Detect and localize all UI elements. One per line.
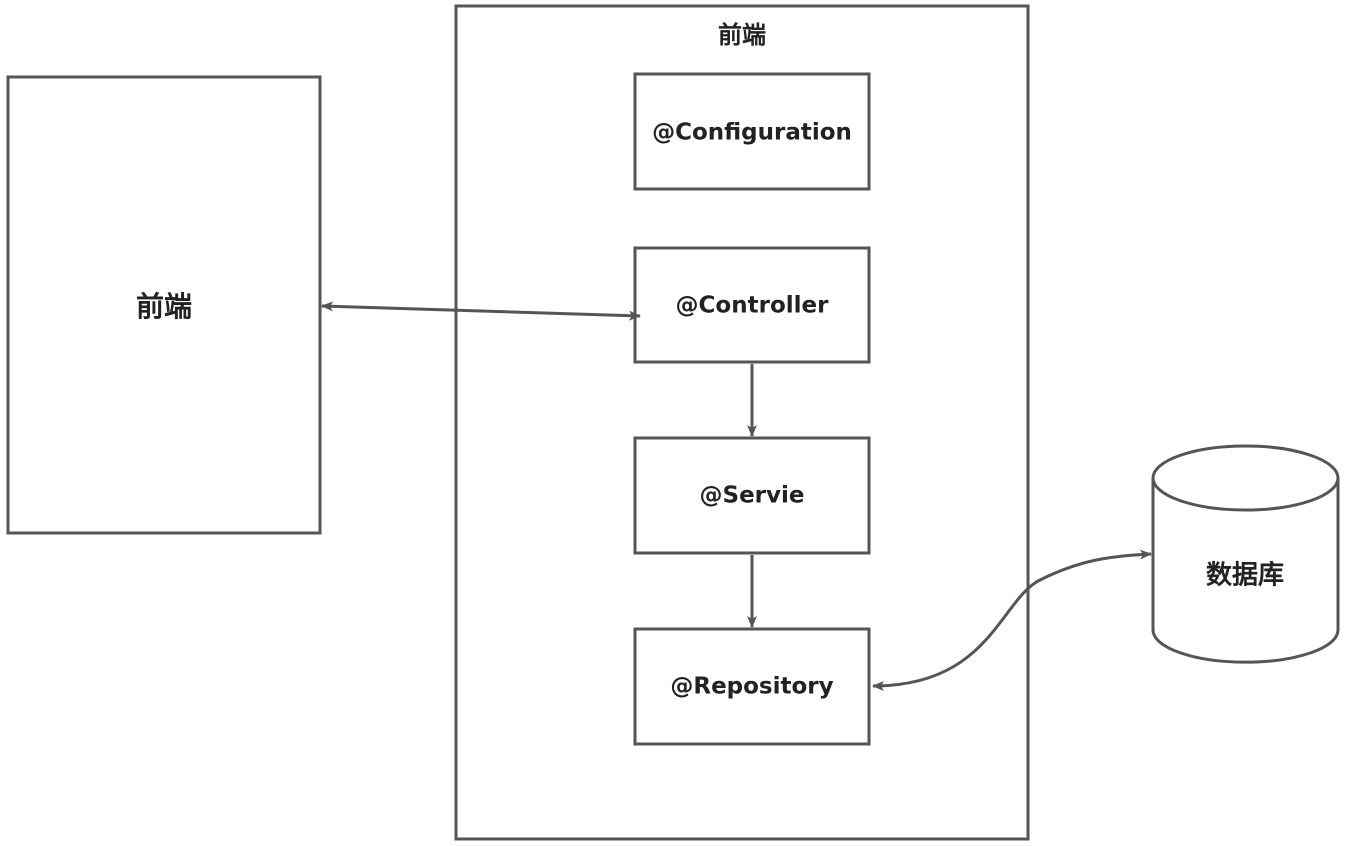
controller-label: @Controller — [676, 293, 830, 319]
layer-repository: @Repository — [633, 627, 871, 746]
client-box — [6, 75, 322, 535]
repository-box — [633, 627, 871, 746]
repository-database-arrow — [872, 549, 1152, 691]
service-box — [633, 436, 871, 555]
database-node: 数据库 — [1151, 444, 1340, 664]
database-label: 数据库 — [1206, 561, 1284, 591]
cylinder-top-icon — [1151, 444, 1340, 512]
cylinder-icon — [1151, 478, 1340, 664]
client-node: 前端 — [6, 75, 322, 535]
layer-service: @Servie — [633, 436, 871, 555]
backend-label: 前端 — [718, 21, 766, 49]
configuration-label: @Configuration — [652, 120, 852, 146]
layer-controller: @Controller — [633, 246, 871, 364]
configuration-box — [633, 72, 871, 191]
repository-label: @Repository — [670, 674, 833, 700]
client-label: 前端 — [136, 290, 192, 323]
layer-configuration: @Configuration — [633, 72, 871, 191]
service-label: @Servie — [700, 483, 805, 509]
client-controller-arrow — [321, 301, 641, 321]
controller-box — [633, 246, 871, 364]
